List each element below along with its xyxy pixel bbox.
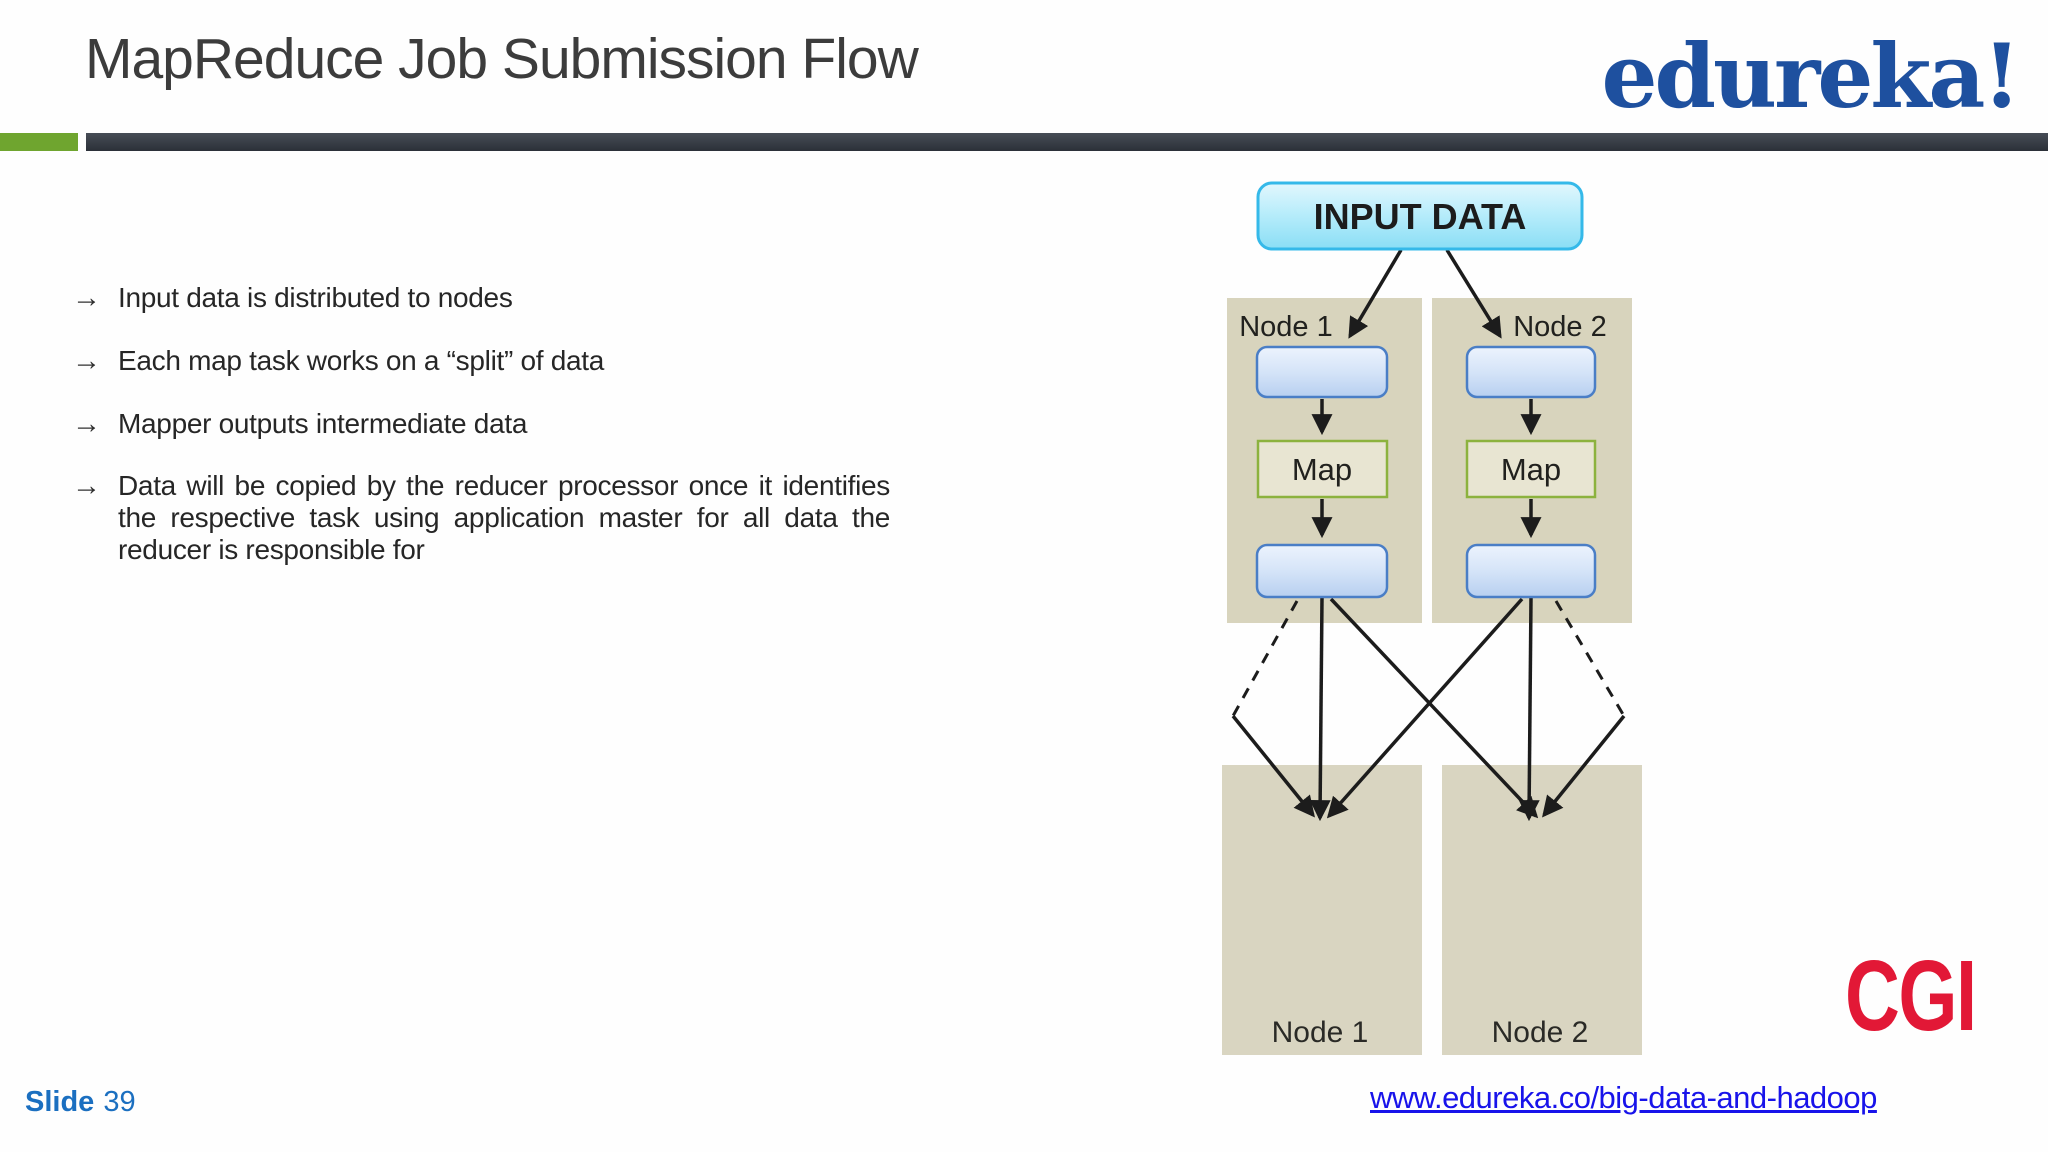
course-url-link[interactable]: www.edureka.co/big-data-and-hadoop	[1370, 1080, 1877, 1115]
input-data-box	[1256, 181, 1584, 251]
arrow-input-to-node2	[1445, 249, 1502, 339]
bullet-item-3: → Mapper outputs intermediate data	[72, 408, 527, 440]
bullet-item-1: → Input data is distributed to nodes	[72, 282, 513, 314]
top-node1-label: Node 1	[1239, 311, 1333, 343]
arrow-out2-to-reduce1-cross	[1326, 597, 1524, 819]
map1-label: Map	[1292, 452, 1352, 487]
mapreduce-flow-diagram: INPUT DATA Node 1 Node 2 Map Map Node 1 …	[1222, 181, 1642, 1055]
node1-split-box	[1255, 345, 1389, 399]
arrow-bullet-icon: →	[72, 470, 101, 502]
arrow-out1-to-reduce2-cross	[1329, 597, 1539, 819]
bottom-node1-panel	[1222, 765, 1422, 1055]
bottom-node2-label: Node 2	[1492, 1016, 1589, 1049]
slide-title: MapReduce Job Submission Flow	[85, 27, 919, 91]
input-data-label: INPUT DATA	[1314, 196, 1527, 237]
arrow-bullet-icon: →	[72, 282, 101, 314]
node2-split-box	[1465, 345, 1597, 399]
map2-label: Map	[1501, 452, 1561, 487]
node1-map-box	[1256, 439, 1389, 499]
arrow-out2-to-reduce2-vertical	[1518, 597, 1540, 822]
dashed-shuffle-left	[1231, 600, 1299, 717]
arrow-shuffle-right-return	[1542, 714, 1626, 818]
title-underline-bar	[86, 133, 2048, 151]
bullet-text: Each map task works on a “split” of data	[118, 345, 604, 376]
bottom-node1-label: Node 1	[1272, 1016, 1369, 1049]
node2-output-box	[1465, 543, 1597, 599]
node2-map-box	[1465, 439, 1597, 499]
bullet-text: Input data is distributed to nodes	[118, 282, 513, 313]
arrow-input-to-node1	[1348, 249, 1403, 339]
slide-number-value: 39	[103, 1086, 136, 1118]
bullet-item-4: → Data will be copied by the reducer pro…	[72, 470, 890, 566]
arrow-bullet-icon: →	[72, 408, 101, 440]
bullet-text: Data will be copied by the reducer proce…	[118, 470, 890, 565]
top-node2-label: Node 2	[1513, 311, 1607, 343]
arrow-bullet-icon: →	[72, 345, 101, 377]
slide-word: Slide	[25, 1086, 95, 1118]
bottom-node2-panel	[1442, 765, 1642, 1055]
bullet-item-2: → Each map task works on a “split” of da…	[72, 345, 604, 377]
arrow-shuffle-left-return	[1231, 714, 1315, 818]
connector-arrows	[1231, 249, 1626, 822]
accent-green-bar	[0, 133, 78, 151]
edureka-logo: edureka!	[1601, 24, 2021, 128]
bullet-text: Mapper outputs intermediate data	[118, 408, 528, 439]
node1-output-box	[1255, 543, 1389, 599]
arrow-out1-to-reduce1-vertical	[1309, 597, 1331, 822]
cgi-logo: CGI	[1845, 940, 1977, 1052]
dashed-shuffle-right	[1554, 600, 1626, 717]
